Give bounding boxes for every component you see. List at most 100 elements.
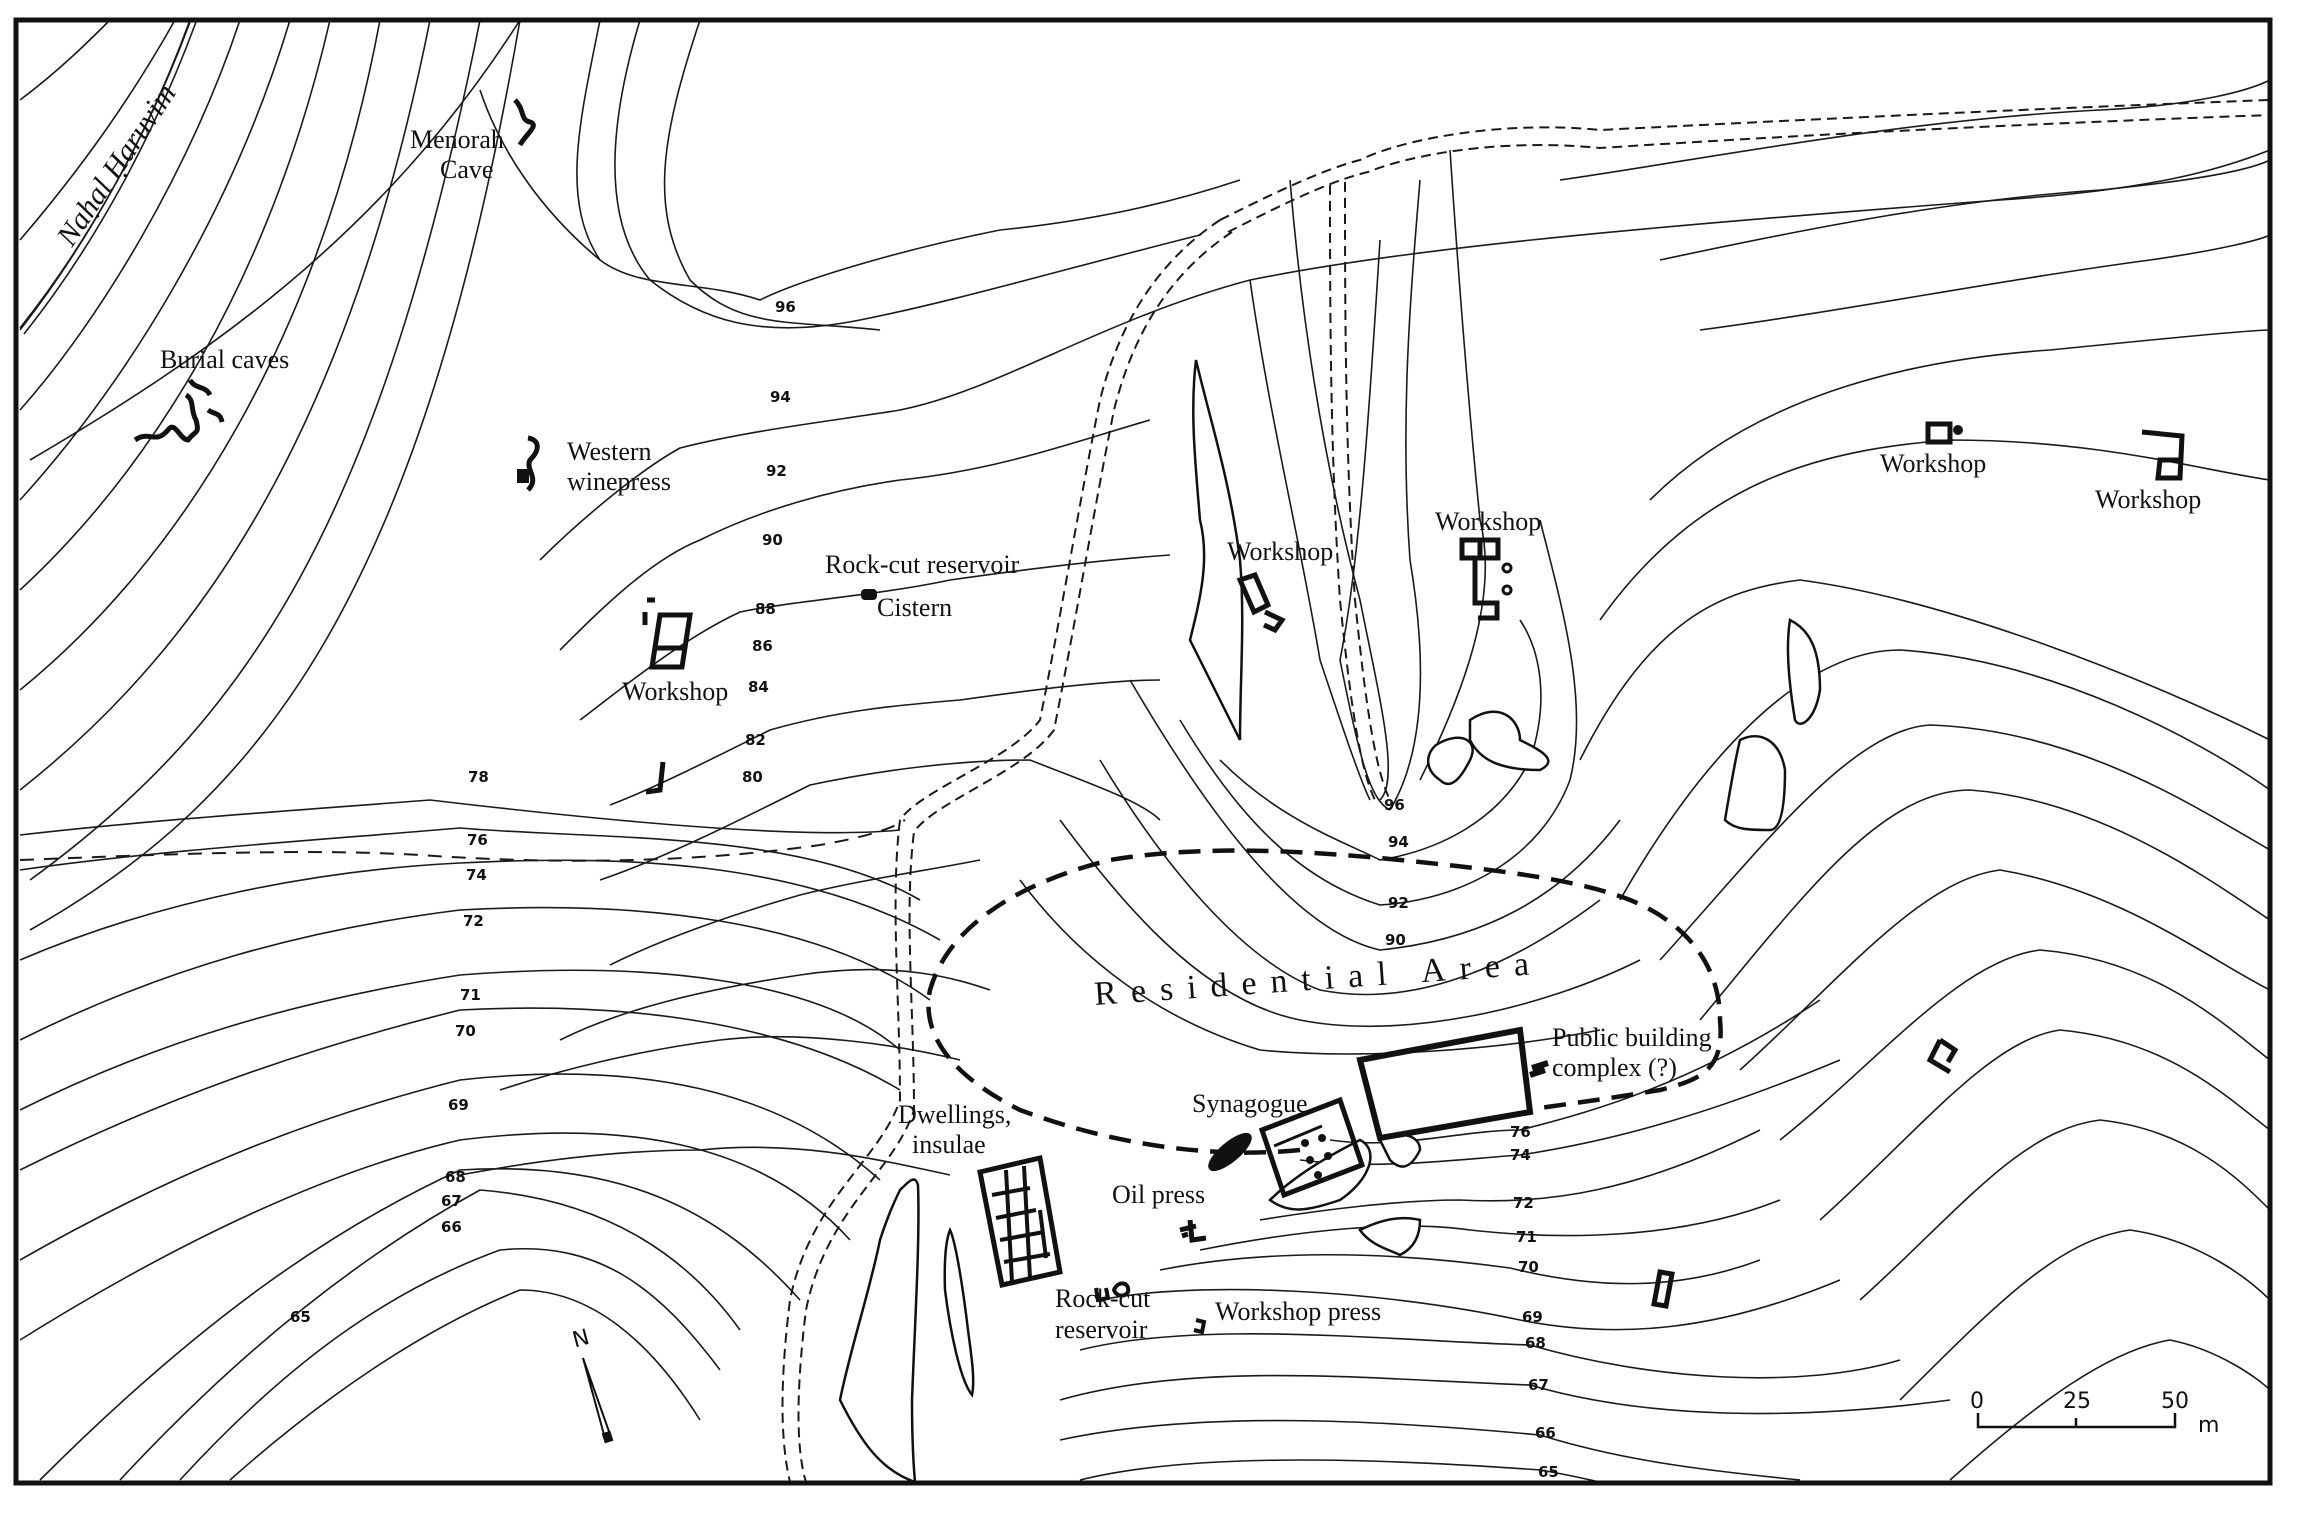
elev-label: 80 bbox=[742, 768, 763, 786]
burial-cave-glyph bbox=[187, 378, 213, 397]
dwellings-insulae-grid bbox=[977, 1154, 1063, 1289]
label-dwellings-2: insulae bbox=[912, 1130, 986, 1159]
label-rock-cut-reservoir-upper: Rock-cut reservoir bbox=[825, 550, 1020, 579]
elev-label: 90 bbox=[762, 531, 783, 549]
map-frame bbox=[13, 17, 2273, 1486]
label-western-winepress-2: winepress bbox=[567, 467, 671, 496]
label-rock-cut-reservoir-lower-1: Rock-cut bbox=[1055, 1284, 1151, 1313]
labels: Naḥal Ḥaruvim Menorah Cave Burial caves … bbox=[50, 78, 2201, 1344]
scale-tick-0: 0 bbox=[1970, 1389, 1984, 1414]
elev-label: 88 bbox=[755, 600, 776, 618]
elev-label: 72 bbox=[1513, 1194, 1534, 1212]
elev-label: 94 bbox=[770, 388, 791, 406]
burial-cave-glyph bbox=[206, 407, 225, 423]
elevation-labels-west: 76 74 72 71 70 69 68 67 66 65 bbox=[290, 831, 488, 1326]
elev-label: 96 bbox=[1384, 796, 1405, 814]
elev-label: 70 bbox=[1518, 1258, 1539, 1276]
menorah-cave-glyph bbox=[513, 98, 536, 147]
track-main bbox=[781, 99, 2271, 1483]
ruin-east-glyph bbox=[1926, 1037, 1959, 1075]
elevation-labels-upper: 96 94 92 90 88 86 84 82 80 78 bbox=[468, 298, 796, 786]
elev-label: 74 bbox=[466, 866, 487, 884]
public-building-annex bbox=[1529, 1060, 1549, 1078]
elev-label: 71 bbox=[1516, 1228, 1537, 1246]
elev-label: 82 bbox=[745, 731, 766, 749]
scale-tick-25: 25 bbox=[2063, 1389, 2091, 1414]
contours-southwest bbox=[19, 799, 941, 1481]
label-nahal-haruvim: Naḥal Ḥaruvim bbox=[50, 78, 183, 253]
workshop-center-left-glyph bbox=[1236, 571, 1286, 634]
label-workshop-center-left: Workshop bbox=[1227, 537, 1333, 566]
workshop-east-2-glyph bbox=[2141, 429, 2185, 481]
workshop-press-glyph bbox=[1193, 1318, 1207, 1335]
label-workshop-press: Workshop press bbox=[1215, 1297, 1381, 1326]
label-menorah-cave-1: Menorah bbox=[410, 125, 504, 154]
synagogue-outline bbox=[1258, 1096, 1366, 1199]
elev-label: 69 bbox=[1522, 1308, 1543, 1326]
elev-label: 67 bbox=[1528, 1376, 1549, 1394]
elev-label: 94 bbox=[1388, 833, 1409, 851]
label-burial-caves: Burial caves bbox=[160, 345, 289, 374]
structures bbox=[133, 98, 2185, 1335]
elev-label: 92 bbox=[766, 462, 787, 480]
synagogue-bench bbox=[1273, 1124, 1323, 1148]
label-public-building-1: Public building bbox=[1552, 1023, 1712, 1052]
ruin-southeast-glyph bbox=[1651, 1269, 1675, 1309]
residential-area-boundary bbox=[926, 848, 1723, 1155]
elev-label: 66 bbox=[1535, 1424, 1556, 1442]
oil-press-glyph bbox=[1179, 1219, 1207, 1243]
label-rock-cut-reservoir-lower-2: reservoir bbox=[1055, 1315, 1148, 1344]
rock-cut-reservoir-lower-glyph bbox=[1094, 1287, 1111, 1303]
label-public-building-2: complex (?) bbox=[1552, 1053, 1677, 1082]
rock-cut-reservoir-lower-glyph-2 bbox=[1111, 1281, 1131, 1298]
label-western-winepress-1: Western bbox=[567, 437, 652, 466]
western-winepress-glyph bbox=[526, 435, 540, 492]
elev-label: 71 bbox=[460, 986, 481, 1004]
label-synagogue: Synagogue bbox=[1192, 1089, 1308, 1118]
elev-label: 74 bbox=[1510, 1146, 1531, 1164]
elev-label: 72 bbox=[463, 912, 484, 930]
north-arrow-label: N bbox=[570, 1325, 592, 1353]
scale-tick-50: 50 bbox=[2161, 1389, 2189, 1414]
label-workshop-east-2: Workshop bbox=[2095, 485, 2201, 514]
scale-bar: 0 25 50 m bbox=[1970, 1389, 2219, 1438]
workshop-west-glyph bbox=[649, 612, 693, 670]
label-cistern: Cistern bbox=[877, 593, 952, 622]
workshop-east-1-glyph bbox=[1925, 421, 1953, 445]
elev-label: 78 bbox=[468, 768, 489, 786]
elevation-labels-central: 96 94 92 90 bbox=[1384, 796, 1409, 949]
elev-label: 68 bbox=[1525, 1334, 1546, 1352]
elev-label: 65 bbox=[1538, 1463, 1559, 1481]
elev-label: 76 bbox=[467, 831, 488, 849]
label-oil-press: Oil press bbox=[1112, 1180, 1205, 1209]
public-building-outline bbox=[1356, 1026, 1534, 1142]
north-arrow-icon bbox=[582, 1357, 614, 1444]
scale-unit: m bbox=[2198, 1413, 2219, 1438]
label-menorah-cave-2: Cave bbox=[440, 155, 493, 184]
north-arrow: N bbox=[570, 1325, 614, 1444]
elev-label: 90 bbox=[1385, 931, 1406, 949]
workshop-east-1-dot bbox=[1953, 425, 1963, 435]
elevation-labels-southeast: 76 74 72 71 70 69 68 67 66 65 bbox=[1510, 1123, 1559, 1481]
elev-label: 68 bbox=[445, 1168, 466, 1186]
winepress-vat bbox=[517, 469, 529, 483]
elev-label: 67 bbox=[441, 1192, 462, 1210]
footpath-west bbox=[19, 819, 906, 862]
label-residential-area: Residential Area bbox=[1093, 945, 1544, 1013]
elev-label: 76 bbox=[1510, 1123, 1531, 1141]
label-workshop-center: Workshop bbox=[1435, 507, 1541, 536]
scale-bar-line bbox=[1976, 1413, 2177, 1429]
contours-east bbox=[1559, 79, 2271, 1481]
elev-label: 66 bbox=[441, 1218, 462, 1236]
nahal-haruvim-stream bbox=[19, 21, 197, 335]
elev-label: 84 bbox=[748, 678, 769, 696]
contours-southeast bbox=[1059, 999, 1951, 1483]
synagogue-approach-hatch bbox=[1208, 1132, 1252, 1172]
workshop-west-wall bbox=[642, 597, 655, 625]
elev-label: 86 bbox=[752, 637, 773, 655]
elev-label: 96 bbox=[775, 298, 796, 316]
contours-upper bbox=[29, 19, 2271, 1176]
l-wall-structure bbox=[645, 761, 666, 795]
label-workshop-east-1: Workshop bbox=[1880, 449, 1986, 478]
